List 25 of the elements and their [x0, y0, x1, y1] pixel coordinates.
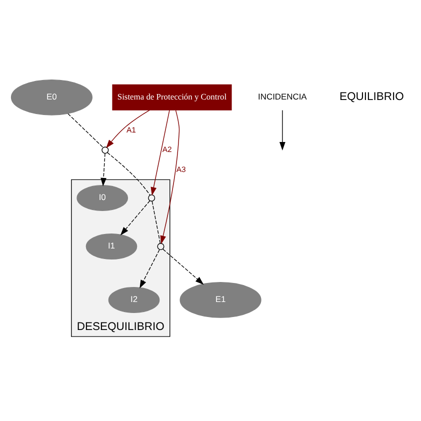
- edge-label: A1: [126, 124, 136, 134]
- arrow: [140, 248, 160, 288]
- connector: [152, 200, 161, 244]
- node-circle: [148, 194, 156, 201]
- node-ellipse: I1: [86, 233, 138, 260]
- edge-label: A3: [176, 164, 186, 174]
- node-circle: [102, 146, 109, 154]
- node-ellipse: I0: [76, 184, 128, 210]
- connector: [106, 152, 150, 195]
- label: EQUILIBRIO: [340, 90, 404, 103]
- node-text: INCIDENCIA: [258, 91, 307, 102]
- arrow: [150, 109, 170, 196]
- node-ellipse: E0: [10, 78, 92, 115]
- arrow: [160, 109, 180, 244]
- node-ellipse: E1: [180, 282, 262, 318]
- arrow: [279, 109, 286, 150]
- arrow: [120, 200, 150, 235]
- node-box: Sistema de Protección y Control: [112, 84, 232, 110]
- arrow: [162, 248, 204, 284]
- edge-label: A2: [162, 144, 172, 154]
- node-circle: [157, 242, 164, 250]
- arrow: [100, 152, 106, 186]
- arrow: [106, 109, 150, 148]
- connector: [68, 112, 104, 148]
- node-ellipse: I2: [108, 286, 160, 312]
